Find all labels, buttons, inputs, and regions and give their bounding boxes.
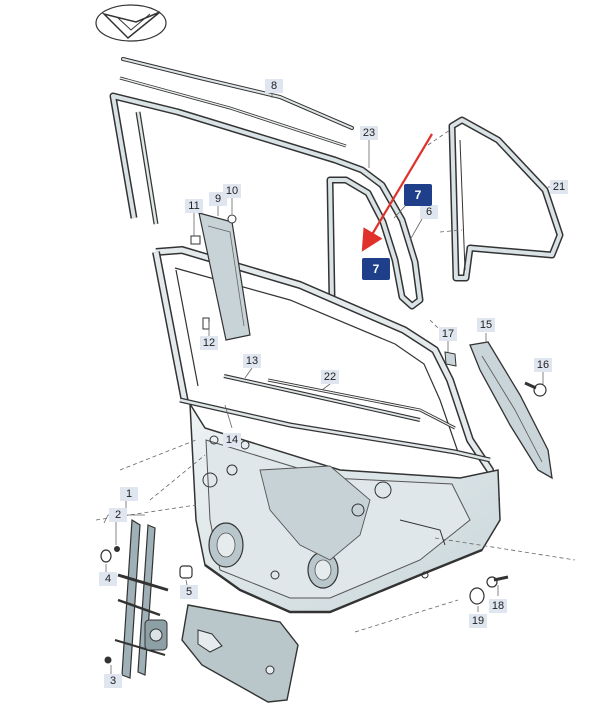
part-15-trim-strip bbox=[444, 341, 553, 480]
callout-2: 2 bbox=[109, 508, 127, 522]
callout-19: 19 bbox=[469, 614, 487, 628]
belt-seals bbox=[179, 374, 491, 463]
callout-7-bottom: 7 bbox=[362, 258, 390, 280]
highlight-arrow bbox=[361, 133, 433, 252]
inner-sealing-panel bbox=[181, 604, 299, 703]
callout-1: 1 bbox=[120, 487, 138, 501]
window-run-seal bbox=[109, 92, 424, 310]
part-21-quarter-window bbox=[448, 116, 564, 282]
part-8-moulding bbox=[119, 57, 354, 148]
callout-13: 13 bbox=[243, 354, 261, 368]
part-5-cap bbox=[179, 565, 193, 579]
door-inner-panel bbox=[189, 401, 501, 614]
window-regulator bbox=[100, 518, 169, 679]
callout-7-top: 7 bbox=[404, 184, 432, 206]
callout-18: 18 bbox=[489, 599, 507, 613]
callout-14: 14 bbox=[223, 433, 241, 447]
callout-12: 12 bbox=[200, 336, 218, 350]
callout-4: 4 bbox=[99, 572, 117, 586]
callout-16: 16 bbox=[534, 358, 552, 372]
callout-15: 15 bbox=[477, 318, 495, 332]
callout-10: 10 bbox=[223, 184, 241, 198]
callout-23: 23 bbox=[360, 126, 378, 140]
part-9-pillar-trim bbox=[190, 212, 251, 341]
callout-21: 21 bbox=[550, 180, 568, 194]
part-16-screw bbox=[524, 381, 547, 397]
callout-6: 6 bbox=[420, 205, 438, 219]
callout-11: 11 bbox=[185, 199, 203, 213]
parts-18-19-fasteners bbox=[469, 575, 509, 605]
view-direction-logo bbox=[95, 4, 167, 42]
callout-17: 17 bbox=[439, 327, 457, 341]
callout-9: 9 bbox=[209, 192, 227, 206]
callout-22: 22 bbox=[321, 370, 339, 384]
callout-8: 8 bbox=[265, 79, 283, 93]
callout-5: 5 bbox=[180, 585, 198, 599]
callout-3: 3 bbox=[104, 674, 122, 688]
